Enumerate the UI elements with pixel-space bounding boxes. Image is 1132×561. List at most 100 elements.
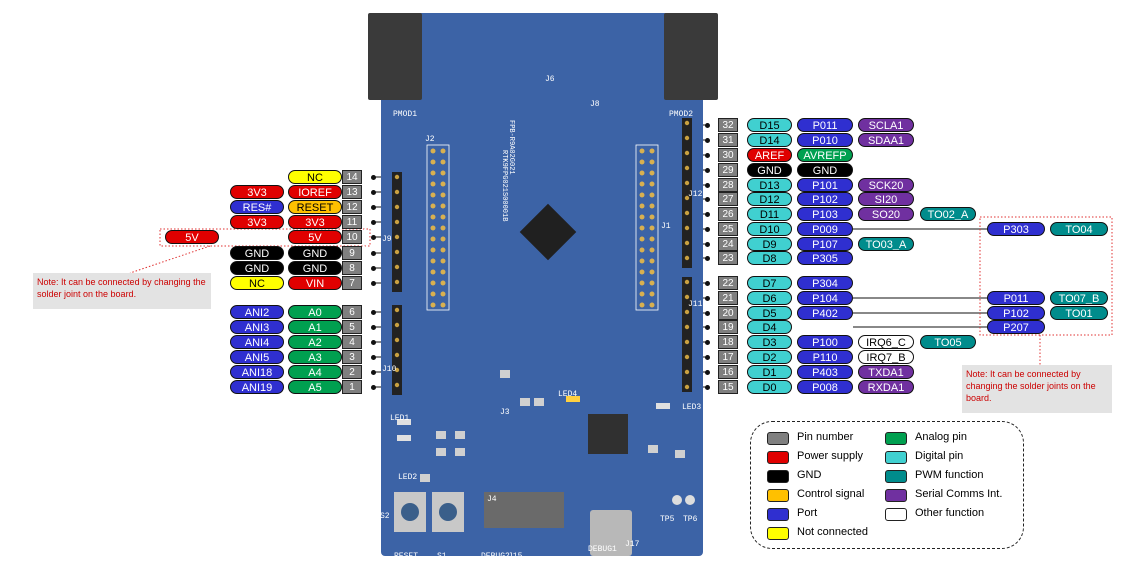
pin-label-a3: A3 (288, 350, 342, 364)
board-silk-label: J9 (382, 235, 392, 244)
pin-number-right-19: 19 (718, 320, 738, 334)
legend-label: Not connected (797, 526, 868, 538)
board-silk-label: J12 (688, 190, 703, 199)
legend-label: GND (797, 469, 822, 481)
pin-label-to02-a: TO02_A (920, 207, 976, 221)
pin-dot (371, 220, 376, 225)
pin-label-d7: D7 (747, 276, 792, 290)
legend-label: Analog pin (915, 431, 967, 443)
pin-label-d0: D0 (747, 380, 792, 394)
board-silk-label: DEBUG2 (481, 552, 510, 561)
pin-label-si20: SI20 (858, 192, 914, 206)
pin-number-right-16: 16 (718, 365, 738, 379)
legend-swatch-red (767, 451, 789, 464)
pin-label-p104: P104 (797, 291, 853, 305)
pin-label-5v: 5V (165, 230, 219, 244)
legend-swatch-yellow (767, 527, 789, 540)
board-silk-label: J2 (425, 135, 435, 144)
pin-label-scla1: SCLA1 (858, 118, 914, 132)
alt-pin-label-p303: P303 (987, 222, 1045, 236)
pin-label-avrefp: AVREFP (797, 148, 853, 162)
header-j1 (635, 144, 659, 311)
pin-label-gnd: GND (747, 163, 792, 177)
debug2-header (484, 492, 564, 528)
component-1 (455, 431, 465, 439)
pin-dot (705, 153, 710, 158)
pmod1-connector (368, 13, 422, 100)
pin-label-p009: P009 (797, 222, 853, 236)
pin-number-left-10: 10 (342, 230, 362, 244)
pin-label-sdaa1: SDAA1 (858, 133, 914, 147)
component-3 (455, 448, 465, 456)
alt-pin-label-to07-b: TO07_B (1050, 291, 1108, 305)
pin-number-left-14: 14 (342, 170, 362, 184)
component-8 (675, 450, 685, 458)
pin-dot (371, 190, 376, 195)
pin-label-gnd: GND (230, 261, 284, 275)
pin-label-reset: RESET (288, 200, 342, 214)
header-j11 (682, 277, 692, 392)
pin-label-p304: P304 (797, 276, 853, 290)
board-silk-label: RTK9FPG021S00001B (500, 150, 508, 222)
pin-label-d2: D2 (747, 350, 792, 364)
usb-connector (590, 510, 632, 556)
reset-button-cap (401, 503, 419, 521)
component-4 (500, 370, 510, 378)
pin-label-irq6-c: IRQ6_C (858, 335, 914, 349)
legend-label: Port (797, 507, 818, 519)
component-5 (520, 398, 530, 406)
legend-swatch-purple (885, 489, 907, 502)
pin-number-right-18: 18 (718, 335, 738, 349)
board-silk-label: J15 (508, 552, 523, 561)
board-silk-label: LED2 (398, 473, 418, 482)
pin-dot (371, 340, 376, 345)
pin-dot (705, 256, 710, 261)
pin-dot (371, 310, 376, 315)
pin-label-d3: D3 (747, 335, 792, 349)
pin-label-a2: A2 (288, 335, 342, 349)
pin-label-p100: P100 (797, 335, 853, 349)
pin-number-right-20: 20 (718, 306, 738, 320)
pin-number-left-6: 6 (342, 305, 362, 319)
legend-label: Serial Comms Int. (915, 488, 1003, 500)
pin-dot (371, 205, 376, 210)
pin-label-p101: P101 (797, 178, 853, 192)
board-silk-label: PMOD1 (393, 110, 418, 119)
legend-swatch-orange (767, 489, 789, 502)
pin-label-p403: P403 (797, 365, 853, 379)
solder-note-box-right (979, 216, 1113, 336)
pin-number-left-12: 12 (342, 200, 362, 214)
board-silk-label: PMOD2 (669, 110, 694, 119)
board-silk-label: RESET (394, 552, 419, 561)
pin-number-right-22: 22 (718, 276, 738, 290)
pin-label-d12: D12 (747, 192, 792, 206)
pin-number-right-32: 32 (718, 118, 738, 132)
tp6 (685, 495, 695, 505)
pin-label-d4: D4 (747, 320, 792, 334)
pin-label-aref: AREF (747, 148, 792, 162)
pin-label-p102: P102 (797, 192, 853, 206)
legend-label: Pin number (797, 431, 854, 443)
pin-dot (705, 168, 710, 173)
pin-label-d9: D9 (747, 237, 792, 251)
pin-number-left-2: 2 (342, 365, 362, 379)
header-j2 (426, 144, 450, 311)
alt-pin-label-p207: P207 (987, 320, 1045, 334)
pin-number-right-26: 26 (718, 207, 738, 221)
pin-label-d11: D11 (747, 207, 792, 221)
pin-dot (371, 266, 376, 271)
pin-dot (705, 385, 710, 390)
tp5 (672, 495, 682, 505)
board-silk-label: S2 (380, 512, 390, 521)
led1 (397, 419, 411, 425)
pin-number-left-3: 3 (342, 350, 362, 364)
pin-number-left-9: 9 (342, 246, 362, 260)
legend-swatch-white (885, 508, 907, 521)
pin-label-gnd: GND (288, 246, 342, 260)
board-silk-label: www.renesas.com/risc-v-fpb-r9a02g021 (363, 148, 371, 300)
pin-number-left-13: 13 (342, 185, 362, 199)
led4 (566, 396, 580, 402)
pin-label-p103: P103 (797, 207, 853, 221)
